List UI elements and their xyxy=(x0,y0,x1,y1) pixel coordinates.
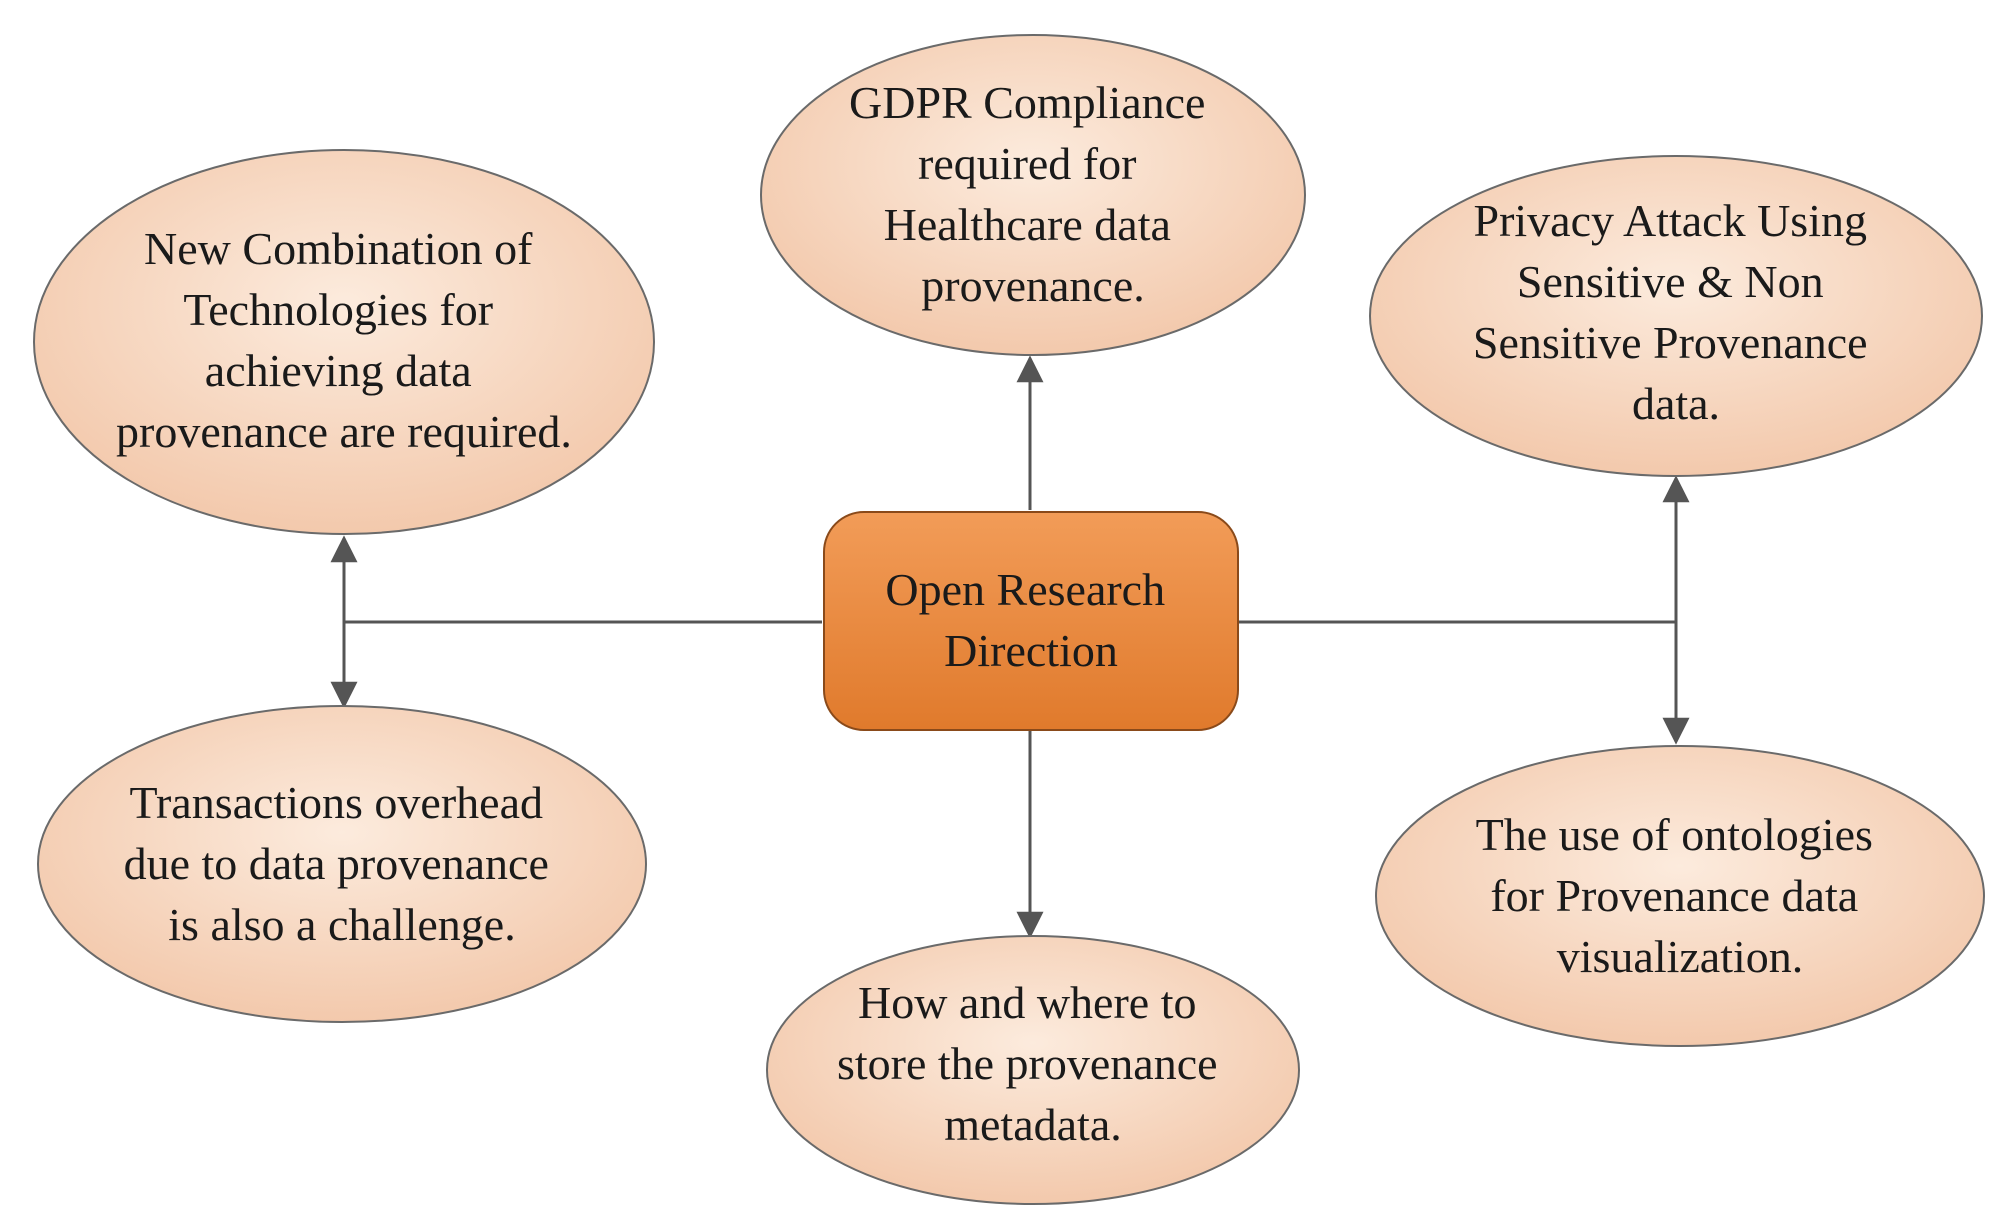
node-bottom-right-line-1: The use of ontologies xyxy=(1476,809,1873,860)
node-top-center-text: GDPR Compliance required for Healthcare … xyxy=(849,77,1217,311)
node-top-right-line-3: Sensitive Provenance xyxy=(1473,317,1868,368)
node-bottom-center-line-3: metadata. xyxy=(944,1099,1122,1150)
node-top-right-line-2: Sensitive & Non xyxy=(1517,256,1824,307)
node-top-right-text: Privacy Attack Using Sensitive & Non Sen… xyxy=(1473,195,1879,429)
node-bottom-right: The use of ontologies for Provenance dat… xyxy=(1375,745,1985,1047)
node-bottom-center-text: How and where to store the provenance me… xyxy=(837,977,1229,1150)
node-top-center-line-3: Healthcare data xyxy=(884,199,1171,250)
ellipse-bottom-left xyxy=(37,705,647,1023)
node-bottom-left-text: Transactions overhead due to data proven… xyxy=(124,777,561,950)
node-bottom-center: How and where to store the provenance me… xyxy=(766,935,1300,1205)
node-top-left: New Combination of Technologies for achi… xyxy=(33,149,655,535)
node-top-left-line-3: achieving data xyxy=(205,345,472,396)
node-top-center-line-4: provenance. xyxy=(921,260,1145,311)
node-bottom-right-text: The use of ontologies for Provenance dat… xyxy=(1476,809,1885,982)
ellipse-bottom-right xyxy=(1375,745,1985,1047)
center-line-1: Open Research xyxy=(885,564,1165,615)
center-box xyxy=(823,511,1239,731)
ellipse-top-left xyxy=(33,149,655,535)
center-node: Open Research Direction xyxy=(823,511,1239,731)
node-bottom-center-line-2: store the provenance xyxy=(837,1038,1218,1089)
node-bottom-right-line-2: for Provenance data xyxy=(1490,870,1858,921)
node-top-center: GDPR Compliance required for Healthcare … xyxy=(760,34,1306,356)
node-bottom-left-line-3: is also a challenge. xyxy=(168,899,515,950)
node-top-right: Privacy Attack Using Sensitive & Non Sen… xyxy=(1369,155,1983,477)
center-line-2: Direction xyxy=(944,625,1118,676)
node-bottom-left-line-1: Transactions overhead xyxy=(130,777,543,828)
node-bottom-right-line-3: visualization. xyxy=(1557,931,1804,982)
ellipse-top-right xyxy=(1369,155,1983,477)
node-top-left-line-1: New Combination of xyxy=(144,223,533,274)
node-bottom-left: Transactions overhead due to data proven… xyxy=(37,705,647,1023)
node-top-left-line-4: provenance are required. xyxy=(116,406,572,457)
ellipse-top-center xyxy=(760,34,1306,356)
node-top-right-line-1: Privacy Attack Using xyxy=(1474,195,1868,246)
node-bottom-center-line-1: How and where to xyxy=(858,977,1197,1028)
node-bottom-left-line-2: due to data provenance xyxy=(124,838,549,889)
connectors xyxy=(330,355,1690,939)
node-top-right-line-4: data. xyxy=(1632,378,1720,429)
node-top-left-line-2: Technologies for xyxy=(183,284,493,335)
node-top-center-line-1: GDPR Compliance xyxy=(849,77,1205,128)
ellipse-bottom-center xyxy=(766,935,1300,1205)
node-top-left-text: New Combination of Technologies for achi… xyxy=(116,223,572,457)
center-text: Open Research Direction xyxy=(885,564,1176,676)
node-top-center-line-2: required for xyxy=(918,138,1136,189)
